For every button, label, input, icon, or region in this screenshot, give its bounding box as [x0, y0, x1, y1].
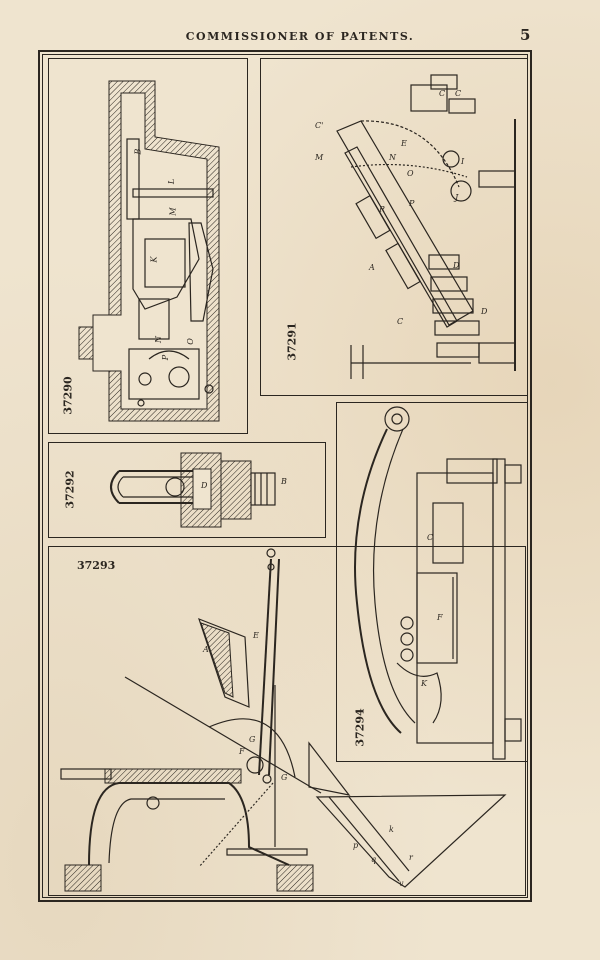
figure-37291-label-p: P [409, 199, 415, 208]
figure-37293-label-p: p [353, 841, 359, 850]
figure-37291: 37291 C' M E N O I R P J A D C D C C [260, 58, 528, 396]
figure-37290-label-p: P [161, 354, 171, 361]
figure-37291-label-j: J [455, 193, 459, 202]
figure-37293-label-f: F [239, 747, 245, 756]
figure-37290-label-l: L [167, 178, 177, 185]
figure-37294: 37294 C F K [336, 402, 528, 762]
figure-37290-label-k: K [149, 256, 159, 263]
figure-37291-label-c-lower: C [397, 317, 404, 326]
figure-37293-label-v: v [399, 879, 404, 888]
figure-37290-label-n: N [154, 336, 163, 343]
figure-37291-label-d-lower: D [481, 307, 488, 316]
figure-37293-drawing [60, 548, 507, 892]
figure-37294-label-f: F [437, 613, 443, 622]
figure-37291-label-c-inset-b: C [455, 89, 462, 98]
figure-37294-drawing [354, 406, 522, 760]
figure-37291-drawing [336, 74, 516, 379]
figure-37291-label-d-upper: D [453, 261, 460, 270]
figure-37294-label-c: C [427, 533, 434, 542]
figure-37291-label-r: R [379, 205, 386, 214]
figure-37293: 37293 A E G F G k p q r v [48, 546, 526, 896]
figure-37291-label-a: A [369, 263, 375, 272]
figure-37293-label-r: r [409, 853, 413, 862]
figure-37292-label-b: B [281, 477, 287, 486]
figure-37293-label-e: E [253, 631, 259, 640]
figure-37290: 37290 B L M K N O P [48, 58, 248, 434]
figure-37291-label-e: E [401, 139, 407, 148]
figure-37290-number: 37290 [61, 376, 75, 415]
figure-37292-number: 37292 [63, 470, 77, 509]
figure-37290-drawing [78, 80, 220, 422]
figure-37291-label-i: I [461, 157, 465, 166]
figure-37293-label-q: q [371, 855, 377, 864]
figure-37293-label-g-upper: G [249, 735, 256, 744]
running-head: COMMISSIONER OF PATENTS. [185, 30, 415, 43]
plate-border-outer [38, 50, 532, 902]
figure-37293-label-k: k [389, 825, 394, 834]
figure-37293-label-g-lower: G [281, 773, 288, 782]
figure-37291-label-m: M [315, 153, 324, 162]
figure-37290-label-b: B [133, 148, 143, 155]
figure-37293-number: 37293 [77, 559, 116, 572]
figure-37292-drawing [110, 452, 276, 528]
figure-37292: 37292 D B [48, 442, 326, 538]
figure-37294-label-k: K [421, 679, 427, 688]
figure-37291-label-c-inset-a: C [439, 89, 446, 98]
figure-37292-label-d: D [201, 481, 208, 490]
figure-37290-label-m: M [168, 207, 178, 216]
figure-37291-label-n: N [389, 153, 396, 162]
figure-37293-label-a: A [203, 645, 209, 654]
page-number: 5 [520, 26, 531, 44]
figure-37291-number: 37291 [285, 322, 299, 361]
figure-37290-label-o: O [185, 338, 195, 345]
figure-37291-label-o: O [407, 169, 414, 178]
figure-37291-label-c-prime: C' [315, 121, 324, 130]
